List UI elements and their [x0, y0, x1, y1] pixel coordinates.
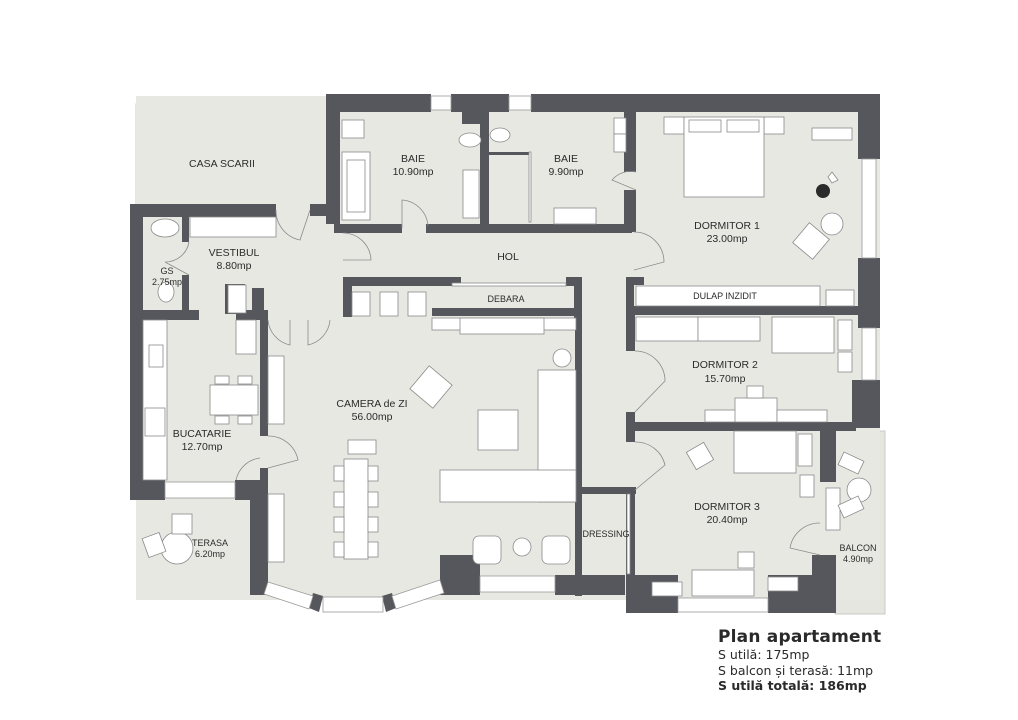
room-balcon-area: 4.90mp — [843, 554, 873, 564]
walls — [130, 94, 880, 613]
room-baie-2-name: BAIE — [554, 153, 578, 165]
room-dormitor-1-area: 23.00mp — [707, 233, 748, 245]
room-baie-1-name: BAIE — [401, 153, 425, 165]
room-baie-2-area: 9.90mp — [548, 166, 583, 178]
room-debara-name: DEBARA — [487, 294, 524, 304]
room-vestibul-area: 8.80mp — [216, 260, 251, 272]
legend-total-area: S utilă totală: 186mp — [718, 678, 867, 693]
plant-icon — [816, 171, 839, 198]
room-dormitor-2-area: 15.70mp — [705, 373, 746, 385]
room-gs-name: GS — [160, 266, 173, 276]
room-labels: CASA SCARII VESTIBUL 8.80mp GS 2.75mp BA… — [152, 153, 877, 564]
legend-useful-area: S utilă: 175mp — [718, 647, 810, 662]
legend-title: Plan apartament — [718, 627, 882, 647]
room-casa-scarii-name: CASA SCARII — [189, 158, 255, 170]
room-baie-1-area: 10.90mp — [393, 166, 434, 178]
room-dressing-name: DRESSING — [582, 529, 629, 539]
room-balcon-name: BALCON — [839, 543, 876, 553]
room-camera-de-zi-name: CAMERA de ZI — [336, 398, 407, 410]
room-vestibul-name: VESTIBUL — [209, 247, 260, 259]
room-dormitor-1-name: DORMITOR 1 — [694, 220, 760, 232]
doors — [164, 171, 821, 556]
room-bucatarie-name: BUCATARIE — [173, 428, 232, 440]
room-gs-area: 2.75mp — [152, 277, 182, 287]
room-bucatarie-area: 12.70mp — [182, 441, 223, 453]
room-dulap-inzidit-name: DULAP INZIDIT — [693, 291, 757, 301]
plan-legend: Plan apartament S utilă: 175mp S balcon … — [718, 627, 881, 694]
legend-balcony-terrace-area: S balcon și terasă: 11mp — [718, 662, 874, 678]
room-dormitor-3-area: 20.40mp — [707, 514, 748, 526]
windows — [164, 95, 877, 613]
room-terasa-area: 6.20mp — [195, 549, 225, 559]
room-hol-name: HOL — [497, 251, 519, 263]
room-dormitor-3-name: DORMITOR 3 — [694, 501, 760, 513]
furniture — [141, 116, 872, 597]
room-dormitor-2-name: DORMITOR 2 — [692, 359, 758, 371]
room-camera-de-zi-area: 56.00mp — [352, 411, 393, 423]
room-terasa-name: TERASA — [192, 538, 228, 548]
